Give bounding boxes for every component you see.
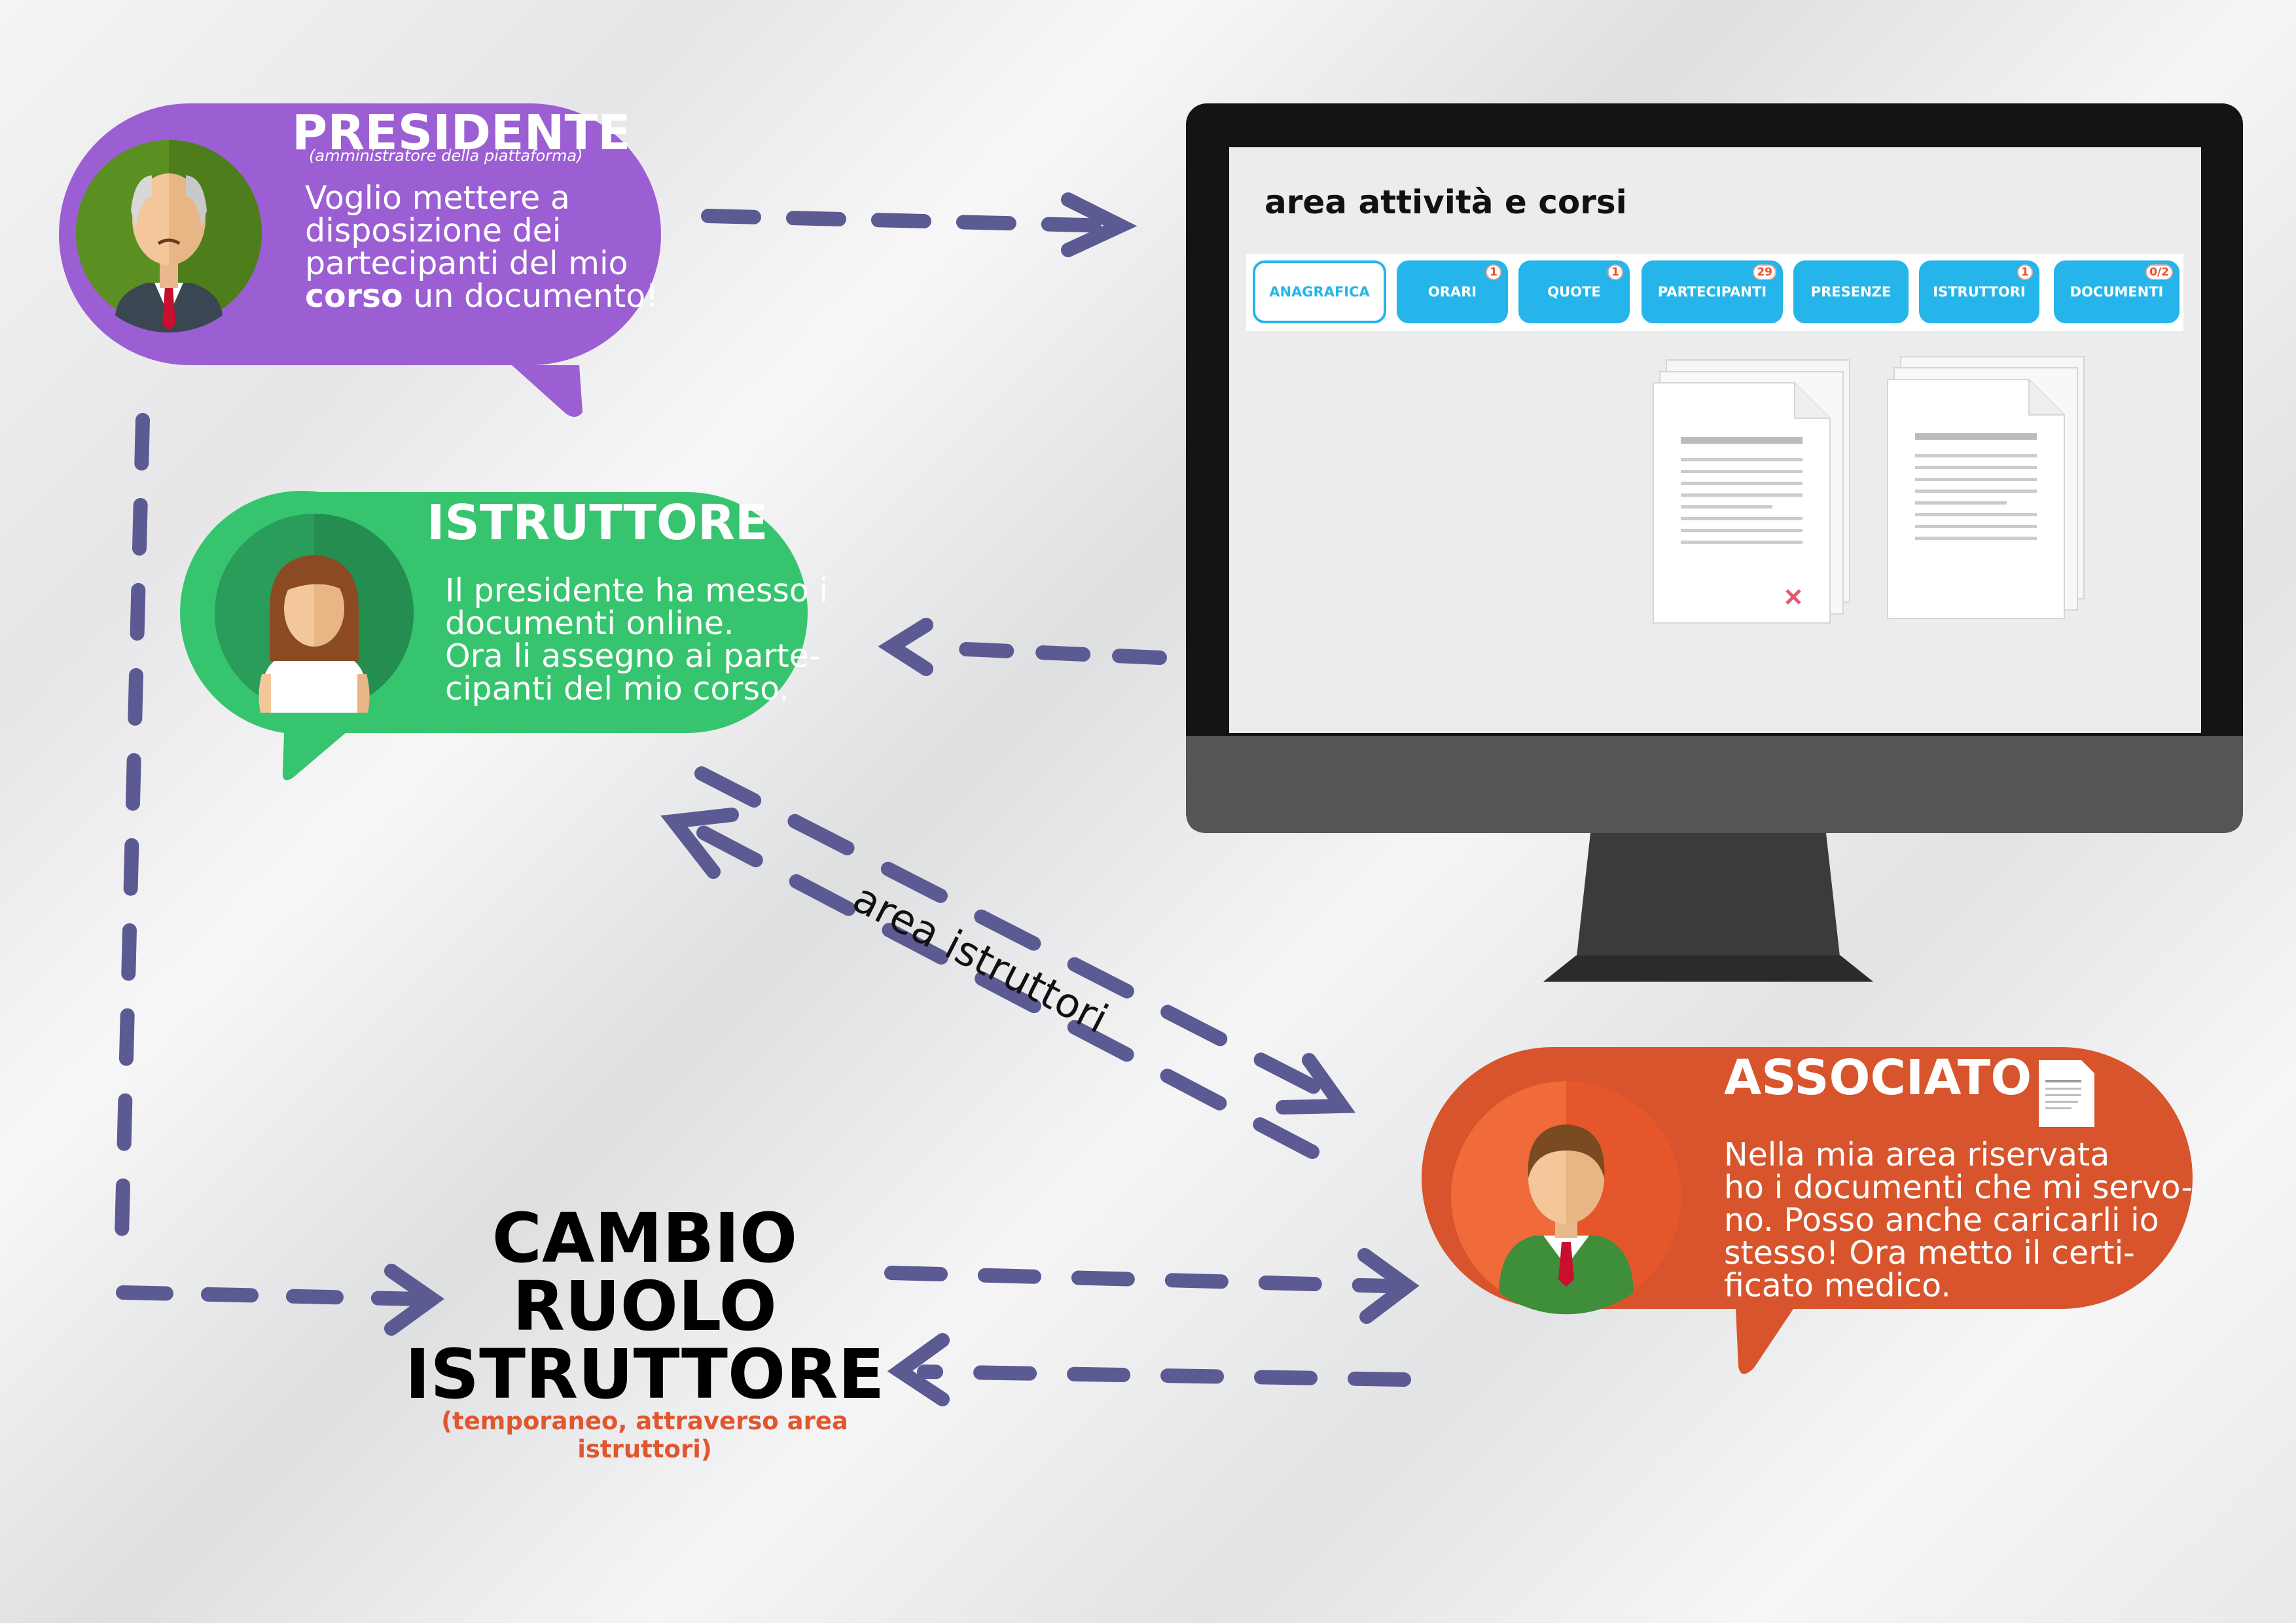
- tab-partecipanti-label: PARTECIPANTI: [1657, 284, 1767, 300]
- presidente-message-end: un documento!: [403, 277, 658, 315]
- tab-documenti-label: DOCUMENTI: [2070, 284, 2164, 300]
- tab-presenze-label: PRESENZE: [1810, 284, 1892, 300]
- presidente-avatar: [76, 140, 262, 333]
- document-stack-1: [1653, 359, 1850, 624]
- tab-quote[interactable]: QUOTE 1: [1518, 260, 1630, 323]
- tab-anagrafica-label: ANAGRAFICA: [1269, 284, 1370, 300]
- associato-avatar: [1451, 1081, 1681, 1315]
- tab-istruttori-badge: 1: [2017, 264, 2033, 280]
- cambio-ruolo-heading: CAMBIO RUOLO ISTRUTTORE: [393, 1204, 897, 1408]
- tab-quote-label: QUOTE: [1547, 284, 1601, 300]
- presidente-title: PRESIDENTE: [292, 105, 631, 161]
- presidente-message: Voglio mettere a disposizione dei partec…: [305, 182, 658, 313]
- tab-orari-badge: 1: [1486, 264, 1501, 280]
- istruttore-avatar: [215, 514, 414, 713]
- tab-documenti-badge: 0/2: [2145, 264, 2173, 280]
- document-icon: [2039, 1060, 2094, 1127]
- istruttore-title: ISTRUTTORE: [427, 495, 768, 551]
- tab-partecipanti[interactable]: PARTECIPANTI 29: [1641, 260, 1783, 323]
- cambio-line-1: CAMBIO: [492, 1198, 798, 1278]
- presidente-message-text: Voglio mettere a disposizione dei partec…: [305, 179, 628, 282]
- tab-istruttori[interactable]: ISTRUTTORI 1: [1919, 260, 2039, 323]
- presidente-message-bold: corso: [305, 277, 403, 315]
- tab-presenze[interactable]: PRESENZE: [1793, 260, 1909, 323]
- tab-anagrafica[interactable]: ANAGRAFICA: [1253, 260, 1386, 323]
- istruttore-message: Il presidente ha messo i documenti onlin…: [445, 572, 829, 707]
- associato-title: ASSOCIATO: [1724, 1050, 2032, 1106]
- tab-quote-badge: 1: [1607, 264, 1623, 280]
- tab-istruttori-label: ISTRUTTORI: [1933, 284, 2026, 300]
- cambio-line-3: ISTRUTTORE: [404, 1334, 885, 1414]
- cambio-note: (temporaneo, attraverso area istruttori): [441, 1407, 848, 1463]
- cambio-line-2: RUOLO: [512, 1266, 777, 1346]
- tab-orari[interactable]: ORARI 1: [1397, 260, 1508, 323]
- delete-icon: [1785, 589, 1801, 605]
- document-stack-2: [1887, 356, 2085, 619]
- tab-partecipanti-badge: 29: [1753, 264, 1776, 280]
- associato-message: Nella mia area riservata ho i documenti …: [1724, 1136, 2193, 1304]
- tab-documenti[interactable]: DOCUMENTI 0/2: [2054, 260, 2179, 323]
- tab-orari-label: ORARI: [1427, 284, 1477, 300]
- presidente-subtitle: (amministratore della piattaforma): [309, 147, 583, 165]
- screen-title: area attività e corsi: [1265, 183, 1627, 221]
